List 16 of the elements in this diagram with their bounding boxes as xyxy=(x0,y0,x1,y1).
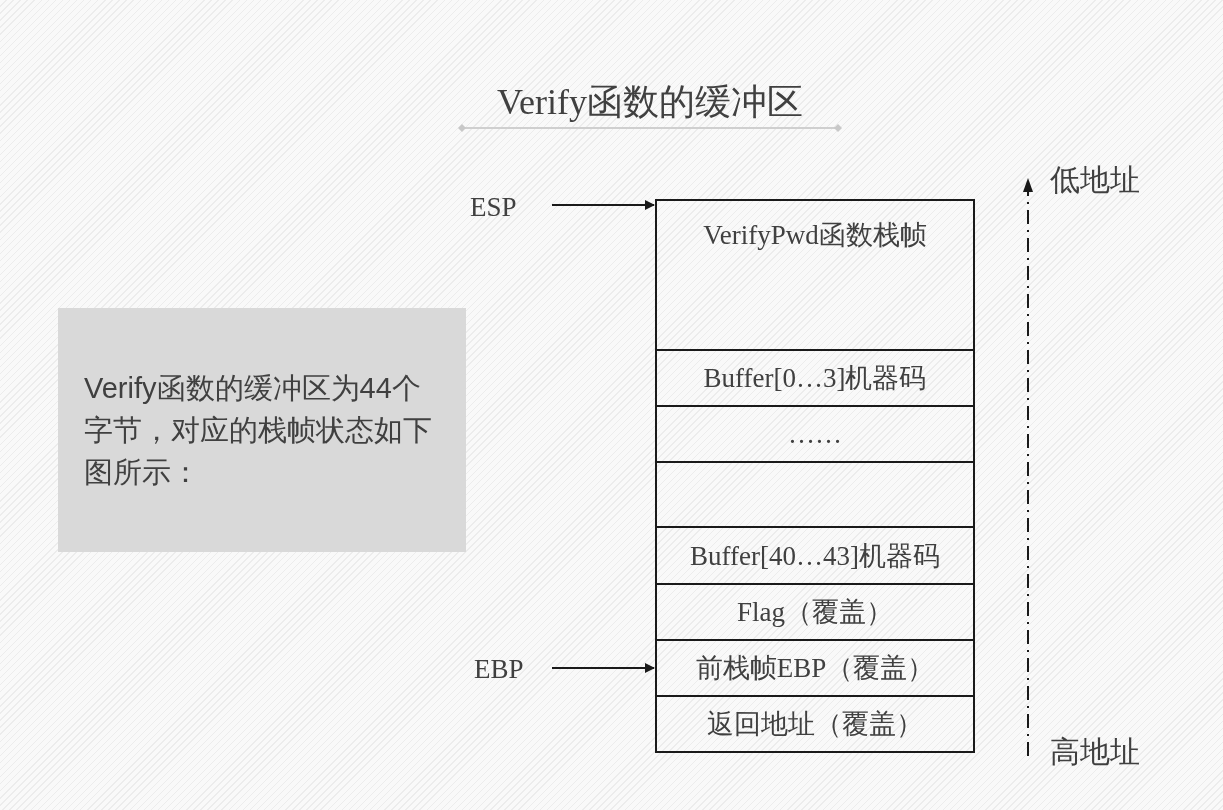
address-label: 高地址 xyxy=(1050,733,1140,771)
stack-cell: 前栈帧EBP（覆盖） xyxy=(655,639,975,697)
register-label: ESP xyxy=(470,192,550,222)
stack-cell: Buffer[0…3]机器码 xyxy=(655,349,975,407)
stack-cell: VerifyPwd函数栈帧 xyxy=(655,199,975,351)
stack-cell: Buffer[40…43]机器码 xyxy=(655,526,975,585)
stack-cell xyxy=(655,461,975,528)
arrow xyxy=(551,663,655,673)
stack-cell: Flag（覆盖） xyxy=(655,583,975,641)
stack-cell: …… xyxy=(655,405,975,463)
note-box: Verify函数的缓冲区为44个字节，对应的栈帧状态如下图所示： xyxy=(58,308,466,552)
stack-cell: 返回地址（覆盖） xyxy=(655,695,975,753)
register-label: EBP xyxy=(474,654,550,684)
title: Verify函数的缓冲区 xyxy=(496,81,804,124)
arrow xyxy=(551,200,655,210)
address-label: 低地址 xyxy=(1050,161,1140,199)
